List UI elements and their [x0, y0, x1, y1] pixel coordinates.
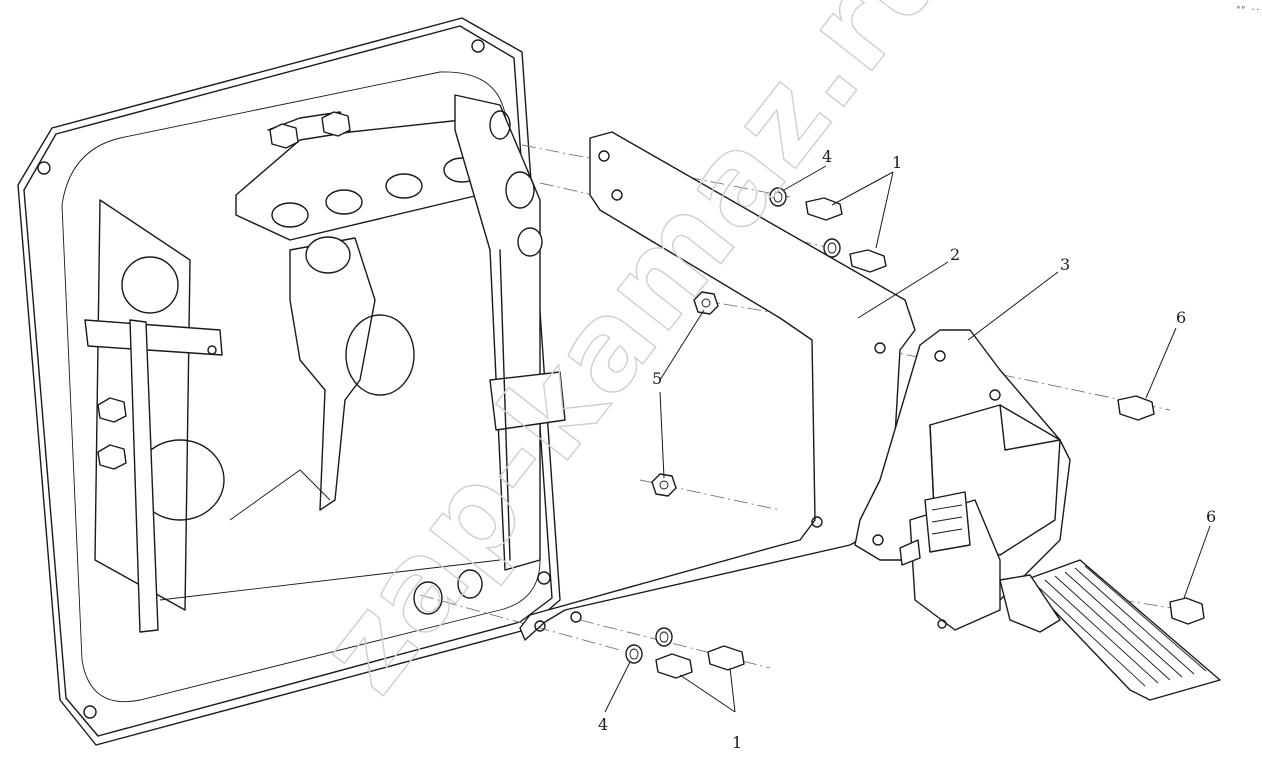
intermediate-bracket — [519, 131, 916, 641]
washer-bottom-1 — [625, 644, 643, 664]
callout-1-bottom: 1 — [732, 733, 742, 752]
callout-6-top: 6 — [1176, 308, 1186, 327]
callout-4-top: 4 — [822, 147, 832, 166]
callout-3: 3 — [1060, 255, 1070, 274]
nut-upper — [693, 291, 719, 315]
callout-6-bottom: 6 — [1206, 507, 1216, 526]
nut-lower — [651, 473, 677, 497]
callout-leaders — [604, 165, 1211, 713]
bolt-bottom-1 — [655, 653, 693, 679]
bolt-6-bottom — [1169, 597, 1205, 625]
fasteners — [625, 187, 1205, 679]
accelerator-pedal-sensor — [899, 404, 1221, 701]
callout-numbers: 1 4 2 3 6 5 6 4 1 — [598, 147, 1216, 752]
callout-2: 2 — [950, 245, 960, 264]
bolt-bottom-2 — [707, 645, 745, 671]
washer-top-2 — [823, 238, 841, 258]
bolt-top-2 — [849, 249, 887, 273]
pedal-mechanism — [84, 94, 566, 633]
corner-mark: °° ··· — [1236, 5, 1262, 14]
callout-1-top: 1 — [892, 153, 902, 172]
callout-4-bottom: 4 — [598, 715, 608, 734]
callout-5: 5 — [652, 369, 662, 388]
washer-top-1 — [769, 187, 787, 207]
washer-bottom-2 — [655, 627, 673, 647]
bolt-6-top — [1117, 395, 1155, 421]
bolt-top-1 — [805, 197, 843, 221]
